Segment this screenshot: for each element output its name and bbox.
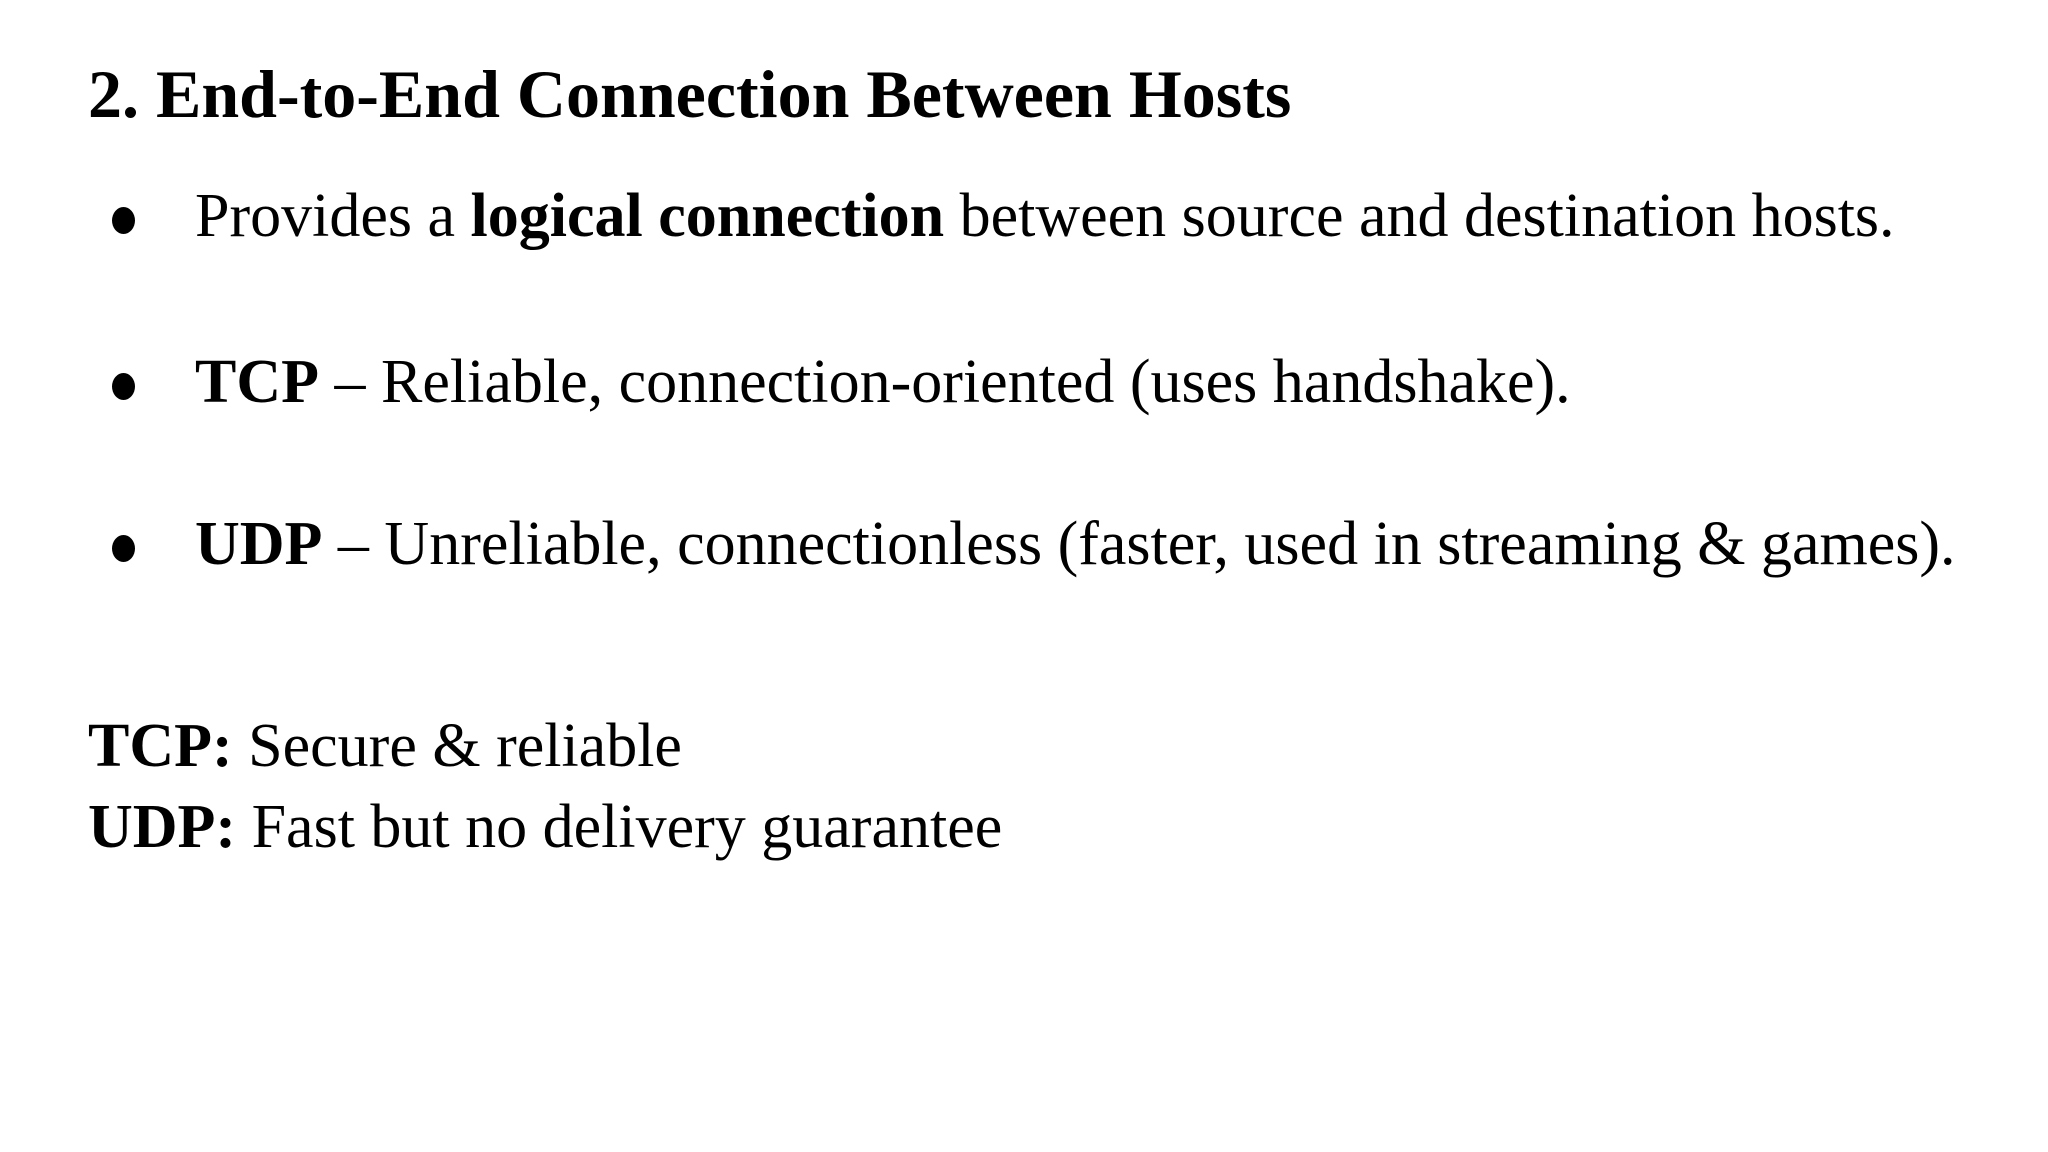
text-segment: – Unreliable, connectionless (faster, us… <box>322 510 1956 578</box>
bullet-item: TCP – Reliable, connection-oriented (use… <box>112 342 1571 423</box>
text-segment: between source and destination hosts. <box>944 182 1895 250</box>
bullet-item: UDP – Unreliable, connectionless (faster… <box>112 504 1956 585</box>
bullet-dot-icon <box>112 207 135 234</box>
text-segment: – Reliable, connection-oriented (uses ha… <box>319 348 1571 416</box>
bullet-text: Provides a logical connection between so… <box>195 176 1895 257</box>
text-segment: Secure & reliable <box>232 712 682 780</box>
text-segment: TCP <box>195 348 319 416</box>
text-segment: UDP: <box>88 793 237 861</box>
bullet-text: UDP – Unreliable, connectionless (faster… <box>195 504 1956 585</box>
section-heading: 2. End-to-End Connection Between Hosts <box>88 56 1292 132</box>
summary-line: UDP: Fast but no delivery guarantee <box>88 787 1002 868</box>
bullet-text: TCP – Reliable, connection-oriented (use… <box>195 342 1571 423</box>
text-segment: logical connection <box>470 182 945 250</box>
bullet-dot-icon <box>112 535 135 562</box>
text-segment: UDP <box>195 510 323 578</box>
summary-line: TCP: Secure & reliable <box>88 706 1002 787</box>
text-segment: TCP: <box>88 712 233 780</box>
text-segment: Provides a <box>195 182 471 250</box>
bullet-dot-icon <box>112 373 135 400</box>
bullet-item: Provides a logical connection between so… <box>112 176 1895 257</box>
text-segment: Fast but no delivery guarantee <box>236 793 1003 861</box>
